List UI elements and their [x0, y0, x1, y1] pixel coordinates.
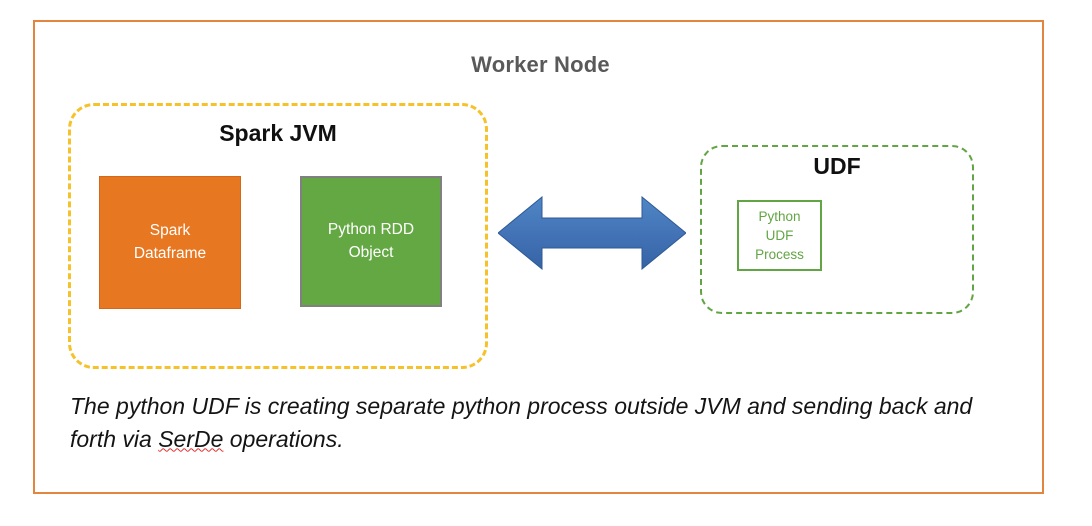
python-udf-process-label: Python UDF Process	[755, 207, 804, 264]
spark-dataframe-label: Spark Dataframe	[134, 220, 206, 265]
caption-misspelled-word: SerDe	[158, 425, 224, 452]
python-udf-process-box: Python UDF Process	[737, 200, 822, 271]
worker-node-title: Worker Node	[471, 52, 610, 77]
python-rdd-object-label: Python RDD Object	[328, 219, 414, 264]
udf-panel: UDF	[700, 145, 974, 314]
caption-part1: The python UDF is creating separate pyth…	[70, 393, 973, 452]
double-headed-arrow-icon	[497, 195, 687, 271]
spark-jvm-title: Spark JVM	[219, 120, 337, 146]
udf-title: UDF	[813, 153, 861, 179]
python-rdd-object-label-line1: Python RDD	[327, 221, 415, 239]
spark-dataframe-label-line2: Dataframe	[133, 244, 207, 262]
caption-part2: operations.	[223, 425, 344, 452]
python-rdd-object-label-line2: Object	[348, 243, 394, 261]
python-udf-process-label-line3: Process	[755, 247, 804, 263]
spark-dataframe-label-line1: Spark	[149, 222, 191, 240]
diagram-caption: The python UDF is creating separate pyth…	[70, 390, 990, 455]
python-udf-process-label-line2: UDF	[765, 227, 794, 243]
python-rdd-object-box: Python RDD Object	[300, 176, 442, 307]
spark-jvm-panel: Spark JVM	[68, 103, 488, 369]
python-udf-process-label-line1: Python	[758, 208, 801, 224]
spark-dataframe-box: Spark Dataframe	[99, 176, 241, 309]
